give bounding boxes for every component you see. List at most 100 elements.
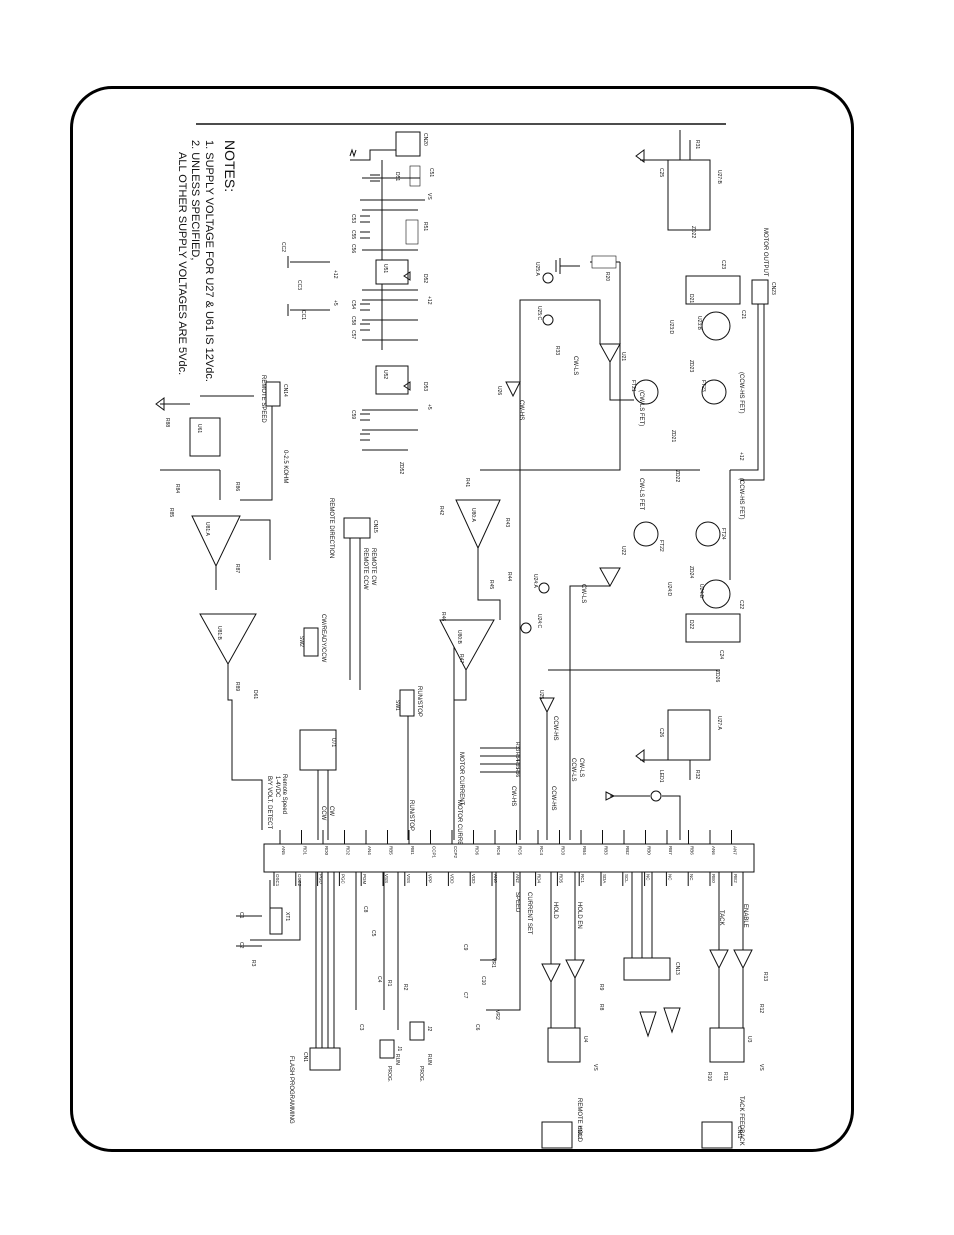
mcu-pin-left-11: AN2 bbox=[515, 874, 520, 883]
label-ccw-hs-fet-1: (CCW-HS FET) bbox=[738, 372, 744, 414]
mcu-pin-right-16: RB2 bbox=[625, 846, 630, 855]
mcu-pin-left-18: NC bbox=[667, 874, 672, 881]
label-r2: R2 bbox=[402, 984, 408, 991]
label-c25: C25 bbox=[658, 168, 664, 177]
fet-ft22 bbox=[633, 521, 659, 547]
label-cn11: CN11 bbox=[736, 1126, 742, 1139]
label-r11: R11 bbox=[722, 1072, 728, 1081]
fet-ft23 bbox=[701, 379, 727, 405]
optocoupler-u3 bbox=[709, 1027, 745, 1063]
label-sw1: SW1 bbox=[394, 700, 400, 711]
label-zd23: ZD23 bbox=[688, 360, 694, 372]
label-u24d: U24:D bbox=[666, 582, 672, 597]
label-vs-1: VS bbox=[426, 193, 432, 200]
net-vdc-range: 1-4VDC bbox=[274, 776, 280, 798]
label-u25a: U25:A bbox=[534, 262, 540, 277]
mcu-pin-right-14: RB4 bbox=[582, 846, 587, 855]
label-remote-speed: REMOTE SPEED bbox=[260, 375, 266, 423]
diode-pair-d22 bbox=[685, 613, 741, 643]
label-c8: C8 bbox=[362, 906, 368, 913]
regulator-u52 bbox=[375, 365, 409, 395]
label-cn15: CN15 bbox=[372, 520, 378, 533]
notes-line-2: 2. UNLESS SPECIFIED, bbox=[189, 140, 201, 260]
label-r44: R44 bbox=[506, 572, 512, 581]
label-u24a: U24:A bbox=[532, 574, 538, 589]
buffer-u21 bbox=[599, 343, 621, 364]
ic-u71 bbox=[299, 729, 337, 771]
label-u24b: U24:B bbox=[698, 584, 704, 599]
label-r33b: R33 bbox=[514, 742, 520, 751]
label-c22: C22 bbox=[738, 600, 744, 609]
connector-cn11 bbox=[701, 1121, 733, 1149]
label-remote-direction: REMOTE DIRECTION bbox=[328, 498, 334, 558]
regulator-u51 bbox=[375, 259, 409, 285]
mcu-pin-right-0: AN5 bbox=[281, 846, 286, 855]
label-vs-3: VS bbox=[758, 1064, 764, 1071]
net-cw-ls-2: CW-LS bbox=[580, 584, 586, 603]
label-cw-ls-fet-2: CW-LS FET bbox=[638, 478, 644, 511]
net-remote-speed: Remote Speed bbox=[281, 774, 287, 814]
label-zd21: ZD21 bbox=[670, 430, 676, 442]
mcu-pin-right-6: RB1 bbox=[410, 846, 415, 855]
label-u22: U22 bbox=[620, 546, 626, 555]
label-zd26: ZD26 bbox=[714, 670, 720, 682]
connector-cn12 bbox=[541, 1121, 573, 1149]
label-r34: R34 bbox=[514, 752, 520, 761]
transistor-u24c bbox=[520, 622, 532, 634]
label-c24: C24 bbox=[718, 650, 724, 659]
label-u27a: U27:A bbox=[716, 716, 722, 731]
label-plus12-2: +12 bbox=[332, 270, 338, 279]
crystal-xt1 bbox=[269, 907, 283, 935]
buffer-u2b bbox=[565, 959, 585, 980]
label-remote-cw: REMOTE CW bbox=[370, 548, 376, 586]
mcu-pin-right-9: RD6 bbox=[475, 846, 480, 855]
label-current-set: CURRENT SET bbox=[526, 892, 532, 935]
buffer-u26 bbox=[505, 381, 521, 398]
mcu-pin-right-19: RB6 bbox=[690, 846, 695, 855]
label-u61: U61 bbox=[196, 424, 202, 433]
mcu-pin-left-21: RE2 bbox=[733, 874, 738, 883]
label-d61: D61 bbox=[252, 690, 258, 699]
connector-cn1 bbox=[309, 1047, 341, 1071]
net-cw-ls-3: CW-LS bbox=[578, 758, 584, 777]
label-vr1: VR1 bbox=[490, 958, 496, 968]
mcu-pin-left-12: RD4 bbox=[537, 874, 542, 883]
ic-u27b bbox=[667, 159, 711, 231]
buffer-u2d bbox=[639, 1011, 657, 1038]
mcu-body bbox=[263, 843, 755, 873]
mcu-pin-left-9: VDD bbox=[471, 874, 476, 884]
label-r89: R89 bbox=[234, 682, 240, 691]
label-r36: R36 bbox=[514, 768, 520, 777]
label-u71: U71 bbox=[330, 738, 336, 747]
net-ccw-ls-1: CCW-LS bbox=[570, 758, 576, 782]
notes-line-1: 1. SUPPLY VOLTAGE FOR U27 & U61 IS 12Vdc… bbox=[203, 140, 215, 382]
label-c1: C1 bbox=[238, 912, 244, 919]
mcu-pin-left-19: NC bbox=[689, 874, 694, 881]
label-u24c: U24:C bbox=[536, 614, 542, 629]
label-c54: C54 bbox=[350, 300, 356, 309]
connector-cn14 bbox=[265, 381, 281, 407]
label-zd24: ZD24 bbox=[688, 566, 694, 578]
switch-sw2[interactable] bbox=[303, 627, 319, 657]
fet-ft21 bbox=[633, 379, 659, 405]
buffer-u2f bbox=[709, 949, 729, 970]
label-j1: J1 bbox=[396, 1046, 402, 1052]
label-u81a: U81:A bbox=[204, 522, 210, 537]
label-speed: SPEED bbox=[514, 892, 520, 913]
switch-sw1[interactable] bbox=[399, 689, 415, 717]
label-c21: C21 bbox=[740, 310, 746, 319]
mcu-pin-right-10: RC6 bbox=[496, 846, 501, 855]
jumper-j2[interactable] bbox=[409, 1021, 425, 1041]
label-u51: U51 bbox=[382, 264, 388, 273]
jumper-j1[interactable] bbox=[379, 1039, 395, 1059]
label-cw-ready-ccw: CW/READY/CCW bbox=[320, 614, 326, 663]
label-r31: R31 bbox=[694, 140, 700, 149]
label-cc3: CC3 bbox=[296, 280, 302, 290]
label-plus5-2: +5 bbox=[332, 300, 338, 306]
transistor-u25c bbox=[542, 314, 554, 326]
label-r13: R13 bbox=[762, 972, 768, 981]
label-tack-feedback: TACK FEEDBACK bbox=[738, 1096, 744, 1146]
label-sw2: SW2 bbox=[298, 636, 304, 647]
transistor-u25a bbox=[542, 272, 554, 284]
